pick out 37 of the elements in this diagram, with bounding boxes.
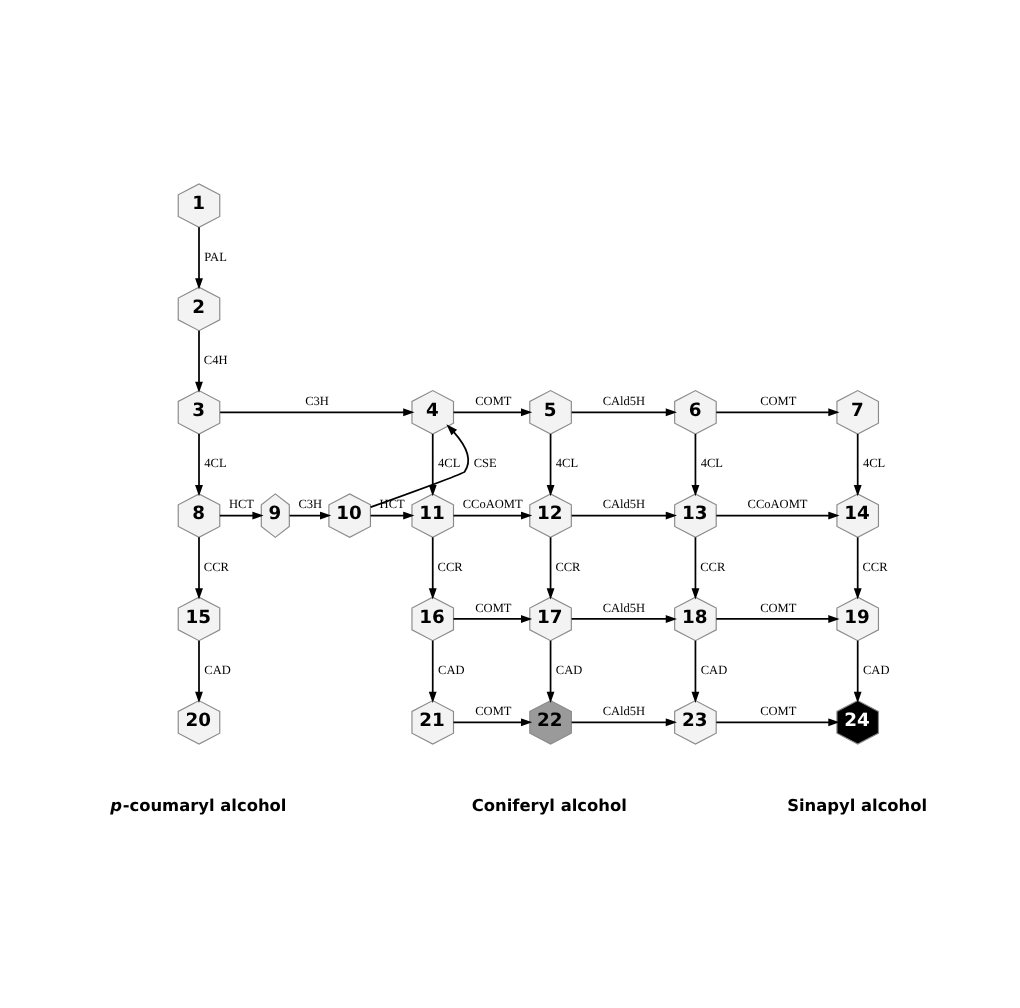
arrow	[195, 225, 203, 289]
arrow	[219, 510, 264, 519]
arrow	[195, 535, 203, 599]
arrow	[428, 638, 437, 702]
arrow	[715, 510, 840, 519]
arrow	[452, 407, 533, 416]
arrow	[428, 432, 437, 496]
arrow	[546, 432, 555, 496]
node-label: p-coumaryl alcohol	[110, 793, 287, 814]
arrow	[853, 535, 862, 599]
arrow	[570, 510, 677, 519]
arrow	[570, 614, 677, 622]
arrow	[570, 407, 677, 416]
arrow	[691, 432, 700, 496]
arrow	[428, 535, 437, 599]
arrow	[715, 717, 840, 726]
arrow	[288, 510, 332, 519]
arrow	[853, 638, 862, 702]
arrow	[195, 432, 203, 496]
arrow	[691, 638, 700, 702]
arrow	[546, 535, 555, 599]
arrow	[691, 535, 700, 599]
arrow	[452, 510, 533, 519]
arrow	[369, 423, 469, 507]
arrow	[452, 614, 533, 622]
node-label: Sinapyl alcohol	[787, 793, 928, 814]
arrow	[452, 717, 533, 726]
arrow	[715, 407, 840, 416]
arrow	[195, 638, 203, 702]
arrow	[853, 432, 862, 496]
arrow	[195, 328, 203, 392]
arrow	[715, 614, 840, 622]
arrow	[546, 638, 555, 702]
arrow	[369, 510, 415, 519]
node-label: Coniferyl alcohol	[471, 793, 627, 814]
arrow	[570, 717, 677, 726]
arrow	[219, 407, 415, 416]
